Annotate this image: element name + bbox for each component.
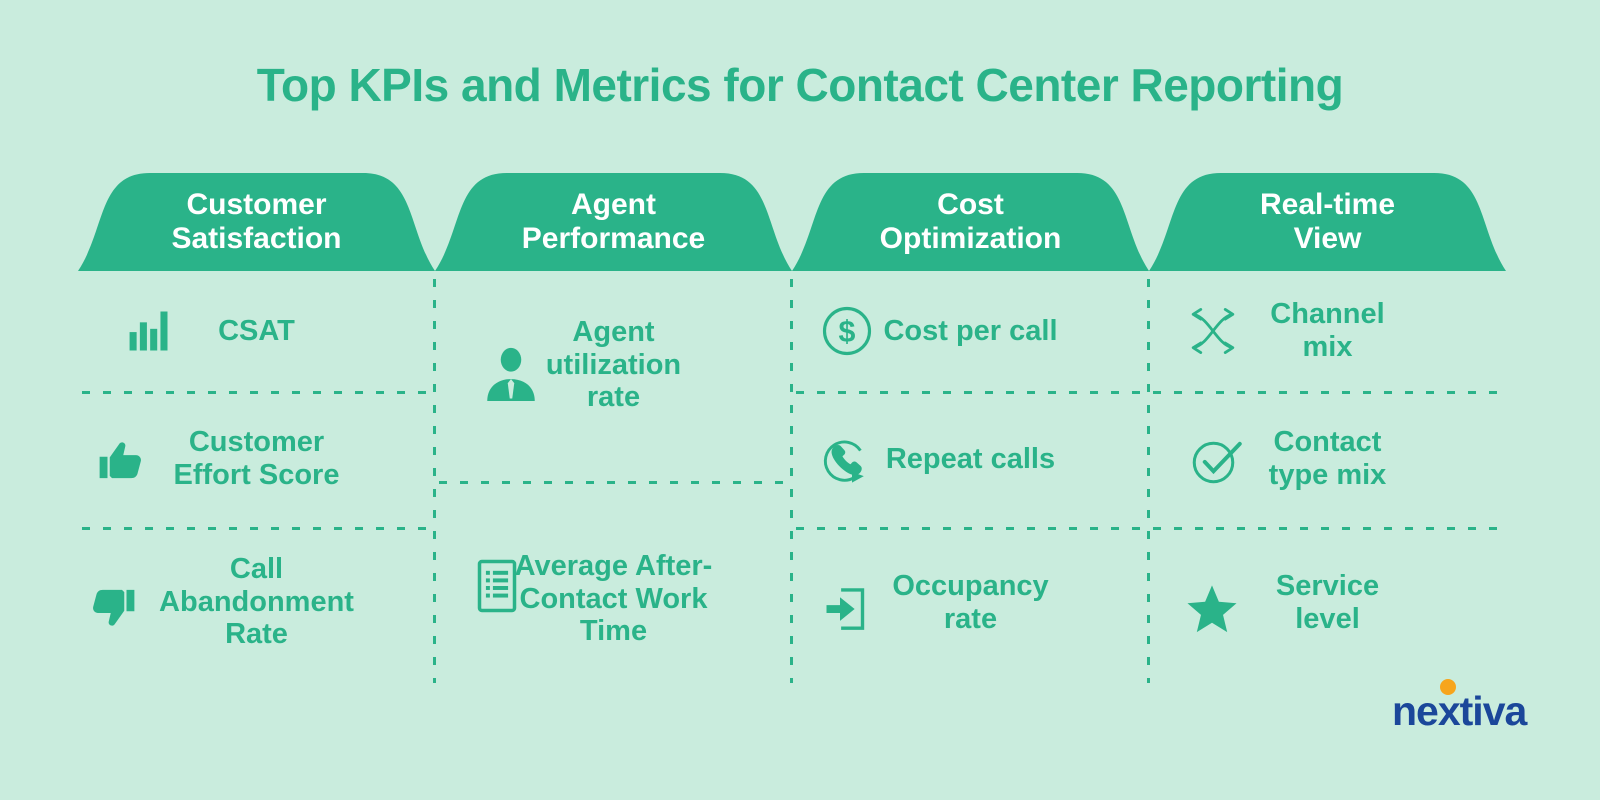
kpi-label: CSAT [218,314,295,347]
row-divider [796,527,1149,530]
tab-shape [792,173,1149,271]
kpi-item: Average After-Contact Work Time [435,481,792,691]
row-divider [796,391,1149,394]
tab-label: Cost Optimization [879,188,1062,255]
kpi-item: Agent utilization rate [435,271,792,481]
star-icon [1185,582,1239,636]
tab-label: Agent Performance [521,188,706,255]
kpi-item: Customer Effort Score [78,391,435,527]
kpi-item: Channel mix [1149,271,1506,391]
kpi-table: Customer Satisfaction Agent Performance … [78,173,1506,691]
kpi-label: Agent utilization rate [545,315,682,414]
agent-person-icon [481,346,541,406]
thumb-down-icon [86,582,140,636]
kpi-item: $ Cost per call [792,271,1149,391]
row-divider [82,391,435,394]
kpi-label: Customer Effort Score [173,426,340,491]
tab-shape [435,173,792,271]
check-circle-icon [1189,431,1245,487]
kpi-item: Call Abandonment Rate [78,527,435,691]
column-real-time-view: Channel mix Contact type mix [1149,271,1506,691]
kpi-columns: CSAT Customer Effort Score [78,271,1506,691]
sign-in-arrow-icon [822,582,876,636]
repeat-call-icon [816,432,870,486]
page-title: Top KPIs and Metrics for Contact Center … [256,59,1344,111]
dollar-circle-icon: $ [820,304,874,358]
tab-label: Customer Satisfaction [171,188,342,255]
kpi-item: Repeat calls [792,391,1149,527]
kpi-label: Call Abandonment Rate [159,552,354,651]
row-divider [439,481,792,484]
kpi-item: Contact type mix [1149,391,1506,527]
tab-shape [1149,173,1506,271]
column-divider [433,279,436,683]
document-list-icon [469,558,525,614]
svg-text:$: $ [839,316,856,349]
tab-cost-optimization: Cost Optimization [792,173,1149,271]
kpi-label: Occupancy rate [892,570,1049,635]
kpi-label: Cost per call [883,314,1058,347]
tab-shape [78,173,435,271]
row-divider [1153,391,1506,394]
column-customer-satisfaction: CSAT Customer Effort Score [78,271,435,691]
logo-text: nextiva [1392,688,1527,734]
row-divider [1153,527,1506,530]
column-headers: Customer Satisfaction Agent Performance … [78,173,1506,271]
tab-agent-performance: Agent Performance [435,173,792,271]
column-agent-performance: Agent utilization rate [435,271,792,691]
nextiva-logo: nextiva [1392,679,1552,738]
column-cost-optimization: $ Cost per call Repeat calls [792,271,1149,691]
tab-real-time-view: Real-time View [1149,173,1506,271]
kpi-label: Channel mix [1270,298,1385,363]
kpi-item: Service level [1149,527,1506,691]
kpi-item: CSAT [78,271,435,391]
column-divider [1147,279,1150,683]
tab-customer-satisfaction: Customer Satisfaction [78,173,435,271]
kpi-label: Contact type mix [1268,426,1387,491]
kpi-label: Repeat calls [885,442,1056,475]
tab-label: Real-time View [1259,188,1396,255]
kpi-label: Average After-Contact Work Time [514,549,713,648]
thumb-up-icon [94,432,148,486]
kpi-label: Service level [1275,570,1380,635]
row-divider [82,527,435,530]
logo-dot [1440,679,1456,695]
bar-chart-icon [122,305,174,357]
kpi-item: Occupancy rate [792,527,1149,691]
channel-shuffle-icon [1185,303,1241,359]
